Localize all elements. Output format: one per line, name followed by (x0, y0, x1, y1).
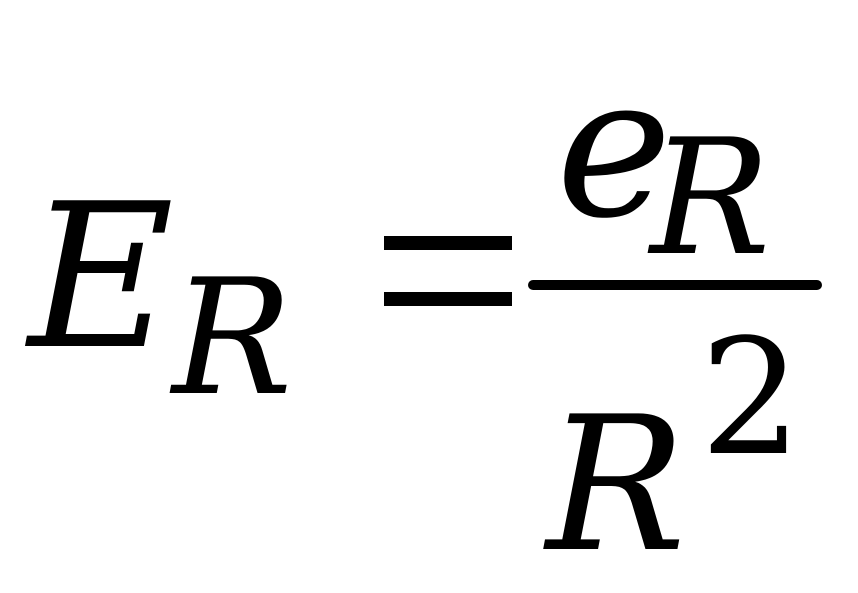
equals-sign-top-bar (384, 236, 512, 250)
numerator-subscript: R (650, 104, 771, 291)
fraction-bar (528, 280, 822, 290)
equals-sign-bottom-bar (384, 292, 512, 306)
lhs-subscript: R (172, 244, 293, 431)
denominator-exponent: 2 (700, 304, 802, 491)
numerator-symbol: e (556, 34, 672, 262)
lhs-symbol: E (28, 161, 174, 394)
denominator-symbol: R (546, 376, 687, 593)
